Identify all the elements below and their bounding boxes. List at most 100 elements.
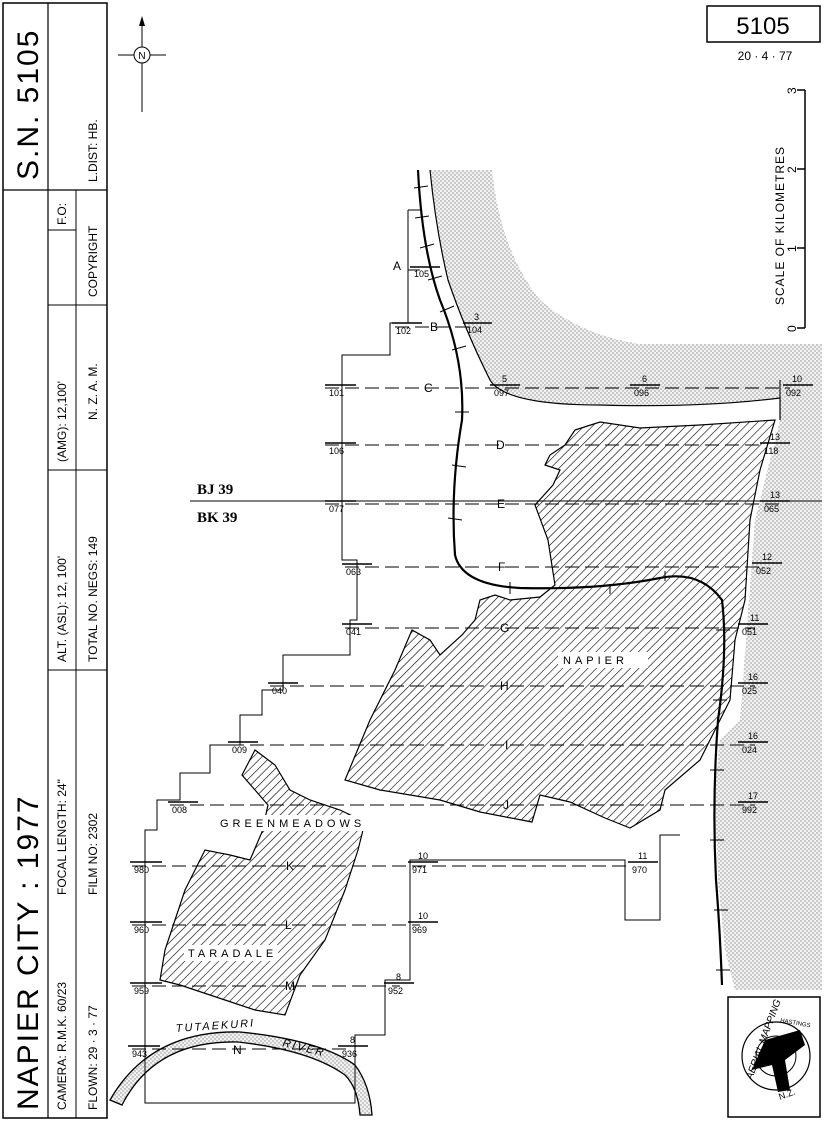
svg-text:12: 12 xyxy=(762,552,772,562)
run-letters: A B C D E F G H I J K L M N xyxy=(233,259,509,1057)
frame-label: 102 xyxy=(396,326,411,336)
start-frames xyxy=(128,266,440,1047)
svg-text:13: 13 xyxy=(770,432,780,442)
svg-text:6: 6 xyxy=(642,374,647,384)
scale-label: SCALE OF KILOMETRES xyxy=(773,146,787,305)
place-napier: NAPIER xyxy=(563,655,628,667)
frame-label: 943 xyxy=(132,1049,147,1059)
svg-text:16: 16 xyxy=(748,731,758,741)
focal-length-label: FOCAL LENGTH: 24" xyxy=(55,779,69,895)
sortie-box-number: 5105 xyxy=(736,13,789,40)
run-letter: I xyxy=(505,738,508,752)
logo-text-hastings: HASTINGS xyxy=(780,1018,811,1029)
frame-label: 105 xyxy=(414,269,429,279)
svg-text:971: 971 xyxy=(412,865,427,875)
sea-area xyxy=(430,170,822,990)
svg-text:11: 11 xyxy=(750,613,759,623)
svg-text:092: 092 xyxy=(786,388,801,398)
run-letter: C xyxy=(424,381,433,395)
sheet-label-north: BJ 39 xyxy=(197,482,233,498)
svg-text:16: 16 xyxy=(748,672,758,682)
run-letter: N xyxy=(233,1043,242,1057)
svg-text:11: 11 xyxy=(638,851,647,861)
svg-text:096: 096 xyxy=(634,388,649,398)
frame-label: 063 xyxy=(346,567,361,577)
place-taradale: TARADALE xyxy=(188,948,277,960)
frame-label: 040 xyxy=(272,686,287,696)
scale-bar: 0 1 2 3 SCALE OF KILOMETRES xyxy=(773,87,806,332)
svg-text:051: 051 xyxy=(742,627,757,637)
frame-label: 106 xyxy=(329,446,344,456)
fo-label: F.O: xyxy=(55,203,69,225)
railway-line xyxy=(416,169,726,986)
svg-text:3: 3 xyxy=(474,312,479,322)
info-sidebar: NAPIER CITY : 1977 S.N. 5105 CAMERA: R.M… xyxy=(2,2,108,1119)
svg-text:936: 936 xyxy=(342,1049,357,1059)
frame-label: 960 xyxy=(134,925,149,935)
sortie-box: 5105 20 · 4 · 77 xyxy=(706,5,821,63)
scale-tick-0: 0 xyxy=(785,325,799,332)
svg-text:025: 025 xyxy=(742,686,757,696)
svg-text:952: 952 xyxy=(388,986,403,996)
svg-text:097: 097 xyxy=(494,388,509,398)
coverage-outline-top xyxy=(408,209,781,398)
run-letter: D xyxy=(496,438,505,452)
run-letter: J xyxy=(503,798,509,812)
svg-text:992: 992 xyxy=(742,805,757,815)
altitude-asl-label: ALT. (ASL): 12, 100' xyxy=(55,556,69,662)
scale-tick-2: 2 xyxy=(785,166,799,173)
place-greenmeadows: GREENMEADOWS xyxy=(220,818,365,830)
coverage-outline xyxy=(144,210,680,1104)
svg-text:118: 118 xyxy=(764,446,778,456)
napier-urban-area xyxy=(344,419,776,829)
greenmeadows-area xyxy=(159,749,366,1016)
run-letter: K xyxy=(286,859,294,873)
nzam-label: N. Z. A. M. xyxy=(86,363,100,420)
frame-label: 009 xyxy=(232,745,247,755)
film-number-label: FILM NO: 2302 xyxy=(86,813,100,895)
svg-text:5: 5 xyxy=(502,374,507,384)
place-names: NAPIER GREENMEADOWS TARADALE TUTAEKURI R… xyxy=(175,652,648,1059)
svg-text:8: 8 xyxy=(350,1035,355,1045)
svg-text:024: 024 xyxy=(742,745,757,755)
local-district-label: L.DIST: HB. xyxy=(86,119,100,182)
sheet-label-south: BK 39 xyxy=(197,510,237,526)
camera-label: CAMERA: R.M.K. 60/23 xyxy=(55,982,69,1110)
run-letter: M xyxy=(285,979,295,993)
flown-label: FLOWN: 29 · 3 · 77 xyxy=(86,1005,100,1110)
svg-text:969: 969 xyxy=(412,925,427,935)
run-letter: H xyxy=(500,679,509,693)
svg-text:104: 104 xyxy=(467,325,482,335)
frame-label: 959 xyxy=(134,986,149,996)
run-letter: A xyxy=(393,259,401,273)
north-arrow-icon: N xyxy=(118,16,166,112)
run-letter: L xyxy=(285,918,292,932)
flight-runs xyxy=(132,269,790,1050)
svg-text:10: 10 xyxy=(418,911,428,921)
total-negatives-label: TOTAL NO. NEGS: 149 xyxy=(86,536,100,662)
svg-text:052: 052 xyxy=(756,566,771,576)
map-title: NAPIER CITY : 1977 xyxy=(12,794,45,1110)
svg-text:970: 970 xyxy=(632,865,647,875)
frame-label: 077 xyxy=(329,504,344,514)
frame-label: 008 xyxy=(172,805,187,815)
frame-label: 980 xyxy=(134,865,149,875)
run-letter: B xyxy=(430,320,438,334)
railway-ticks xyxy=(413,185,730,971)
